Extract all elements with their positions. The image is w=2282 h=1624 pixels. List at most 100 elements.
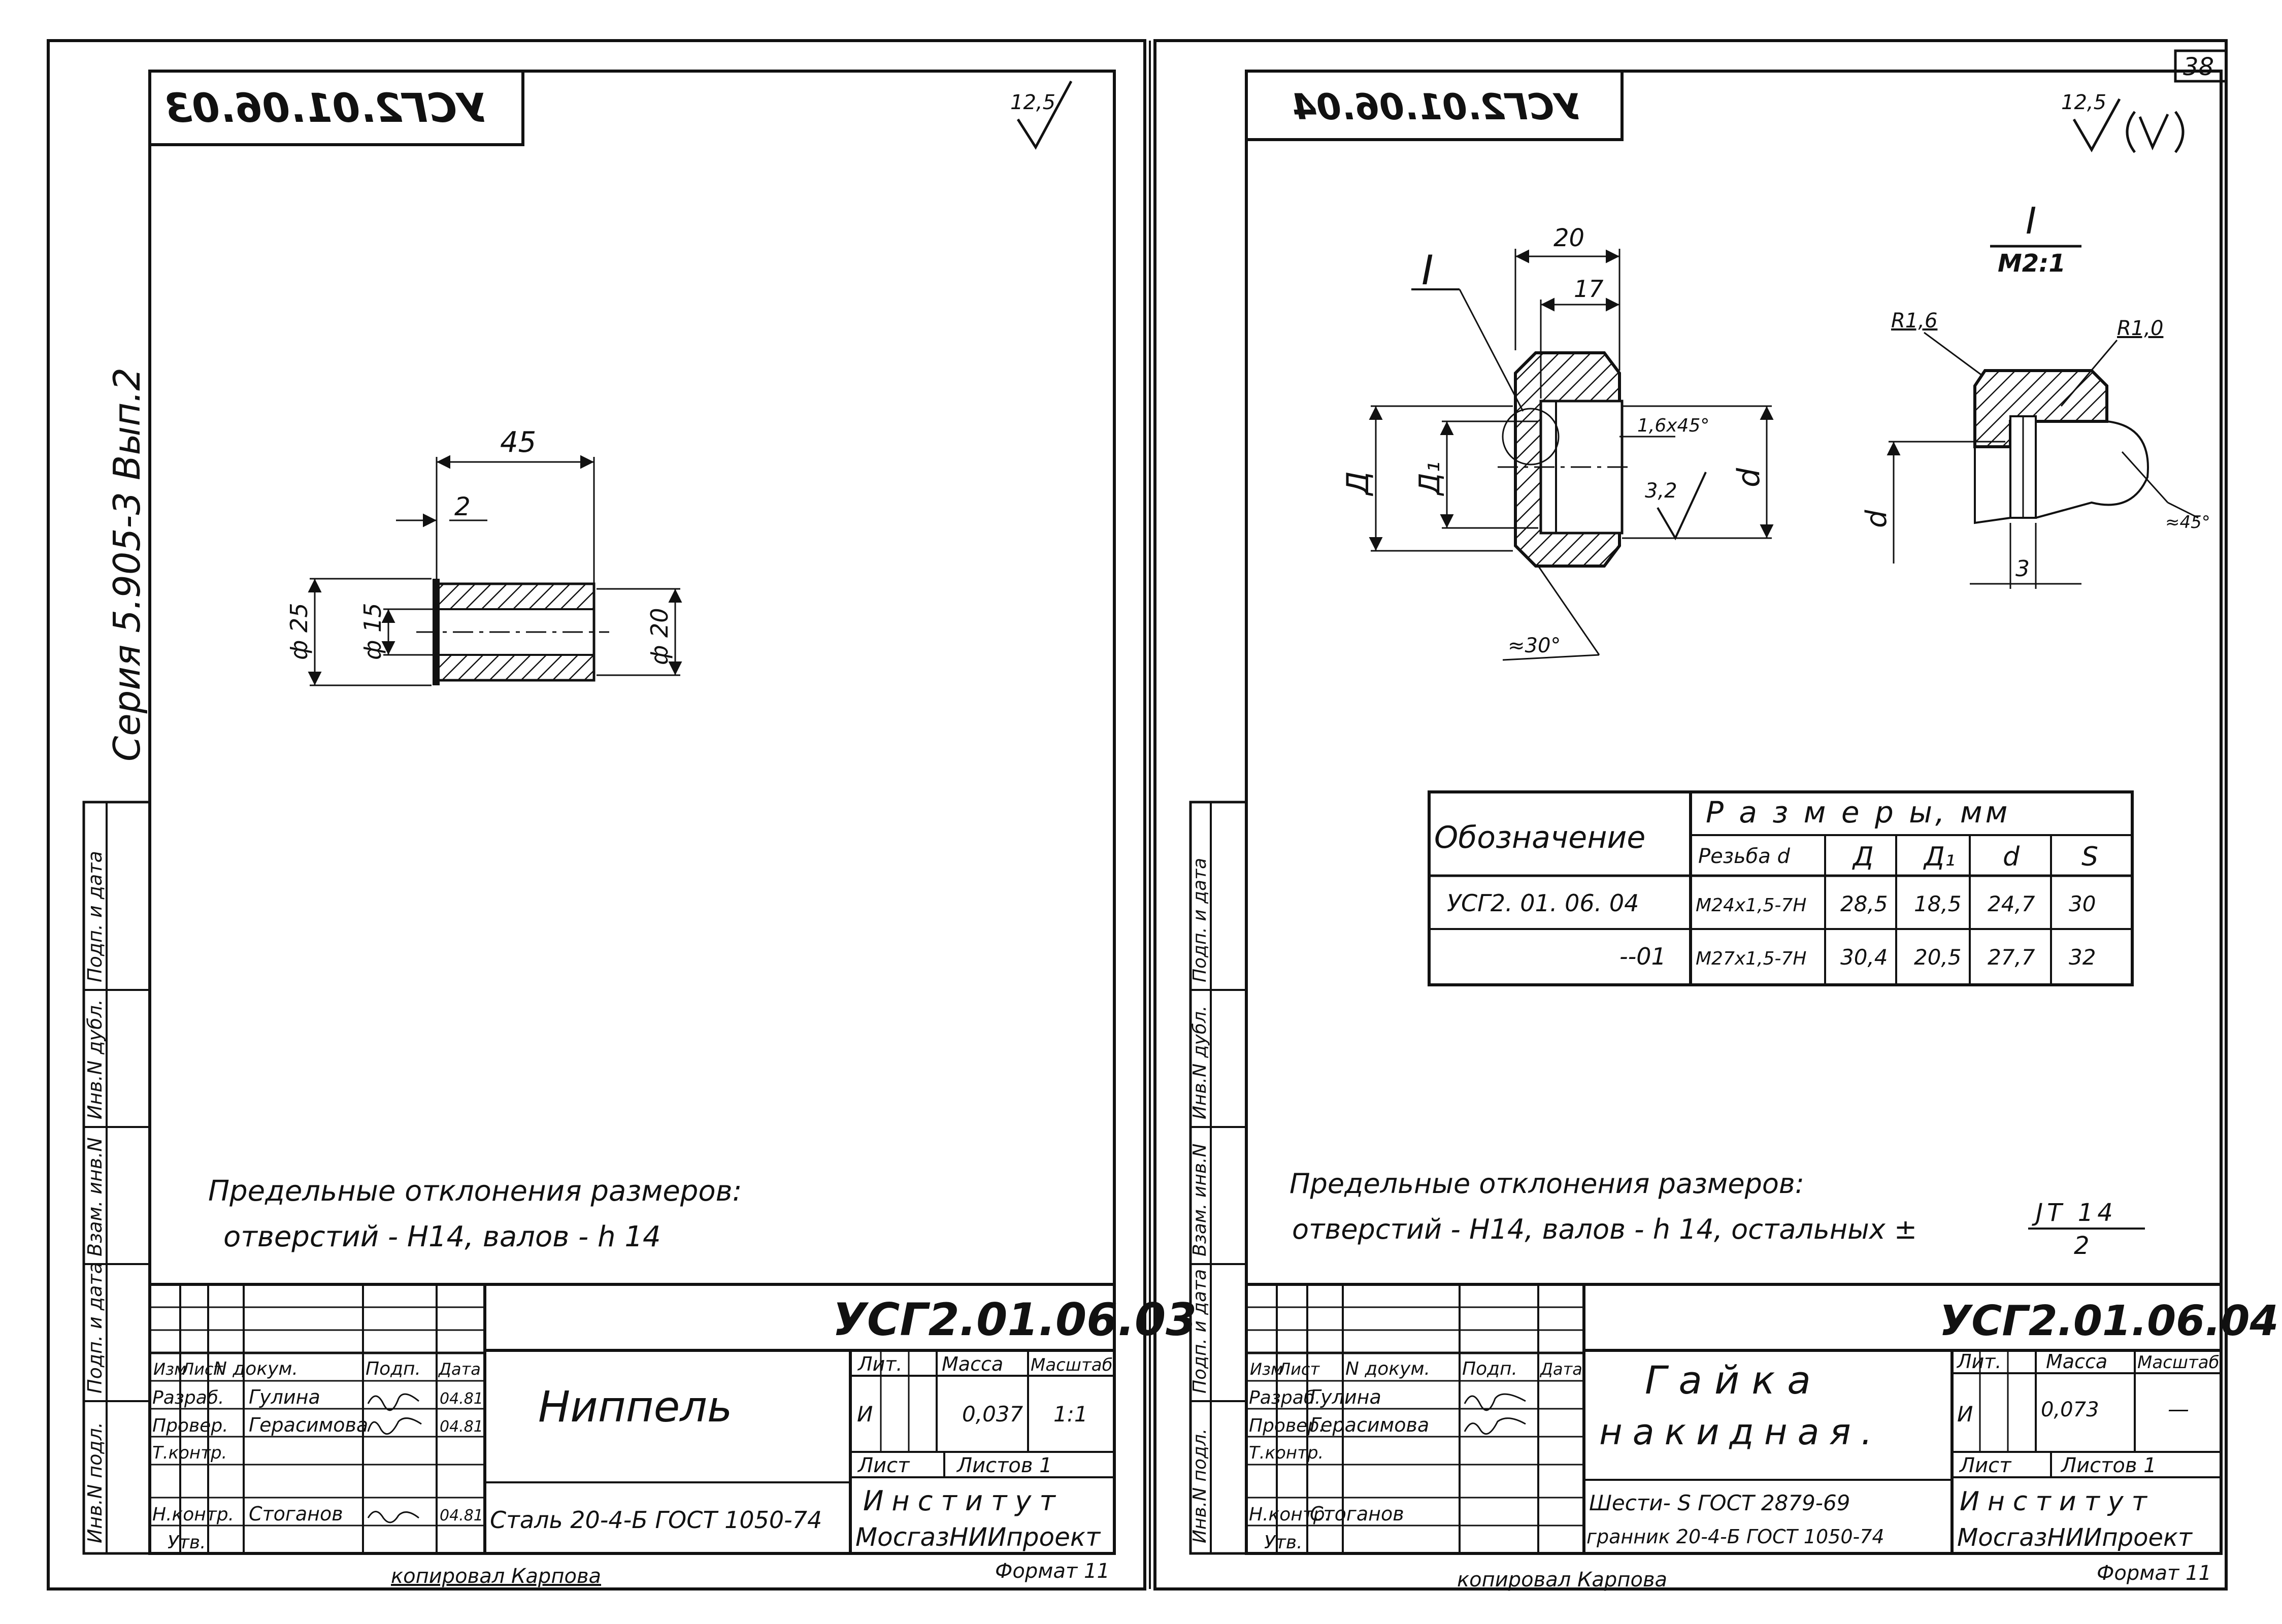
right-institute-2: МосгазНИИпроект [1957,1523,2193,1552]
table-row0-S: 30 [2069,891,2096,916]
right-stamp-1: Подп. и дата [1189,1269,1210,1394]
right-note-frac-num: JT 14 [2032,1199,2117,1227]
detail-label: I [2026,200,2036,242]
left-rev-h1: Лист [181,1360,223,1379]
bracket-open-icon [2126,111,2136,153]
right-name-4: Стоганов [1310,1503,1404,1525]
left-stamp-4: Подп. и дата [84,851,106,982]
detail-scale: М2:1 [1998,249,2066,278]
nipple-inner-dia: ф 15 [359,603,386,660]
right-part-name-1: Гайка [1645,1357,1823,1403]
left-side-stamps: Инв.N подл. Подп. и дата Взам. инв.N Инв… [82,801,151,1555]
left-role-1: Провер. [152,1415,228,1436]
nipple-body-dia: ф 20 [646,608,673,665]
table-row0-designation: УСГ2. 01. 06. 04 [1447,889,1639,917]
left-role-4: Н.контр. [152,1504,234,1525]
page-number: 38 [2183,53,2214,81]
right-institute-1: Институт [1960,1486,2155,1517]
right-code-box [1245,70,1624,141]
detail-r2: R1,0 [2117,317,2163,340]
left-stamp-2: Взам. инв.N [84,1137,106,1256]
right-format: Формат 11 [2097,1562,2211,1585]
right-lit: И [1957,1402,1973,1427]
page-number-box [2174,49,2228,83]
right-role-2: Т.контр. [1249,1443,1324,1463]
roughness-check-small-icon [2138,113,2169,151]
right-roughness-value: 12,5 [2061,91,2106,114]
right-mass: 0,073 [2041,1398,2099,1421]
roughness-check-icon [1657,472,1707,541]
nut-drawing: I 20 17 Д Д₁ d 1,6x45° 3, [1340,224,1774,661]
left-date-4: 04.81 [440,1507,483,1524]
nut-D-dim: Д [1340,471,1376,496]
right-note-line1: Предельные отклонения размеров: [1289,1168,1804,1200]
left-rev-h2: N докум. [213,1358,298,1379]
right-sheet-border [1153,39,2228,1590]
left-title-code: УСГ2.01.06.03 [833,1294,1197,1346]
detail-d-dim: d [1860,510,1893,528]
table-row1-D1: 20,5 [1914,945,1962,970]
left-part-name: Ниппель [538,1382,732,1432]
left-sheet: УСГ2.01.06.03 12,5 Серия 5.905-3 Вып.2 4… [82,70,1197,1588]
nut-angle-dim: ≈30° [1508,634,1561,657]
table-designation-header: Обозначение [1434,820,1645,855]
left-note-line1: Предельные отклонения размеров: [208,1175,742,1208]
right-scale-header: Масштаб [2137,1352,2220,1373]
left-sheet-label: Лист [857,1454,910,1477]
left-stamp-1: Подп. и дата [84,1262,106,1394]
left-stamp-0: Инв.N подл. [84,1422,106,1543]
nipple-length-dim: 45 [500,426,536,459]
right-note-frac-den: 2 [2074,1232,2090,1260]
left-title-block: Изм Лист N докум. Подп. Дата Разраб. Гул… [148,1283,1197,1555]
right-scale: — [2168,1397,2189,1421]
left-name-4: Стоганов [249,1503,343,1525]
left-institute-2: МосгазНИИпроект [855,1522,1101,1552]
left-mass: 0,037 [962,1402,1023,1427]
table-sizes-header: Р а з м е р ы, мм [1706,795,2010,830]
left-code-box [148,70,524,146]
table-row0-D: 28,5 [1840,891,1888,916]
left-institute-1: Институт [863,1485,1064,1517]
right-rev-h4: Дата [1539,1360,1582,1379]
right-rev-h2: N докум. [1345,1358,1430,1379]
left-role-0: Разраб. [152,1387,224,1408]
right-rev-h3: Подп. [1462,1358,1517,1379]
table-col-d: d [2003,842,2020,872]
table-row1-S: 32 [2069,945,2096,970]
right-lit-header: Лит. [1956,1350,2002,1373]
right-role-5: Утв. [1264,1532,1303,1553]
nut-chamfer-dim: 1,6x45° [1637,415,1709,436]
roughness-check-icon [1016,80,1073,150]
detail-angle-dim: ≈45° [2165,512,2210,533]
left-role-5: Утв. [168,1532,206,1553]
right-stamp-0: Инв.N подл. [1189,1429,1210,1543]
left-name-1: Герасимова [249,1414,368,1436]
right-role-1: Провер. [1249,1415,1325,1436]
right-signature-2 [1464,1417,1526,1435]
left-material: Сталь 20-4-Б ГОСТ 1050-74 [490,1506,822,1534]
nut-d-dim: d [1731,468,1767,487]
right-copied: копировал Карпова [1457,1568,1667,1592]
left-sheet-border [47,39,1146,1590]
left-sheets-label: Листов 1 [956,1454,1052,1477]
right-material-2: гранник 20-4-Б ГОСТ 1050-74 [1586,1526,1884,1548]
table-row1-thread: М27x1,5-7Н [1696,948,1806,969]
left-rev-h4: Дата [438,1360,481,1379]
bracket-close-icon [2174,111,2185,153]
right-sheet: УСГ2.01.06.04 12,5 I 20 17 [1189,70,2279,1592]
left-mass-header: Масса [942,1353,1003,1375]
left-rev-h0: Изм [153,1360,186,1379]
left-signature-3 [367,1511,419,1523]
left-note-line2: отверстий - Н14, валов - h 14 [223,1220,661,1253]
detail-r1: R1,6 [1891,309,1937,333]
detail-view: I М2:1 R1,6 R1,0 d 3 ≈45° [1860,200,2210,589]
table-col-S: S [2081,842,2098,872]
right-side-stamps: Инв.N подл. Подп. и дата Взам. инв.N Инв… [1189,801,1248,1555]
left-name-0: Гулина [249,1386,320,1408]
right-role-0: Разраб. [1249,1387,1320,1408]
table-row1-D: 30,4 [1840,945,1888,970]
right-name-1: Герасимова [1310,1414,1429,1436]
table-row0-D1: 18,5 [1914,891,1962,916]
left-copied: копировал Карпова [391,1565,601,1588]
